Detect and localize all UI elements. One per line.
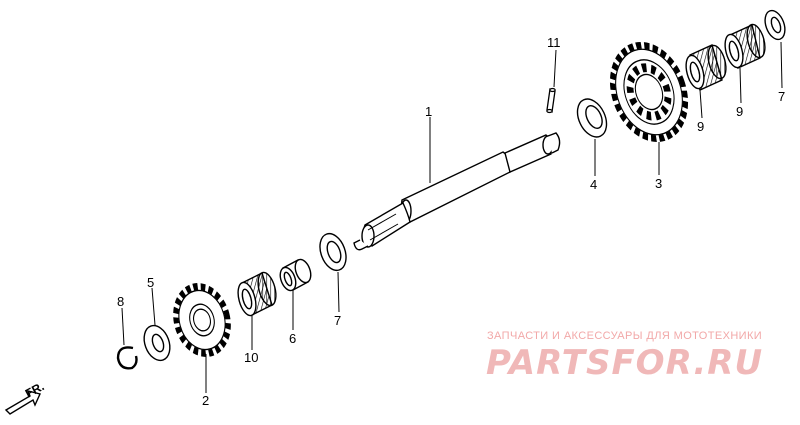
callout-1: 1 — [425, 104, 432, 119]
main-shaft — [353, 132, 561, 251]
callout-2: 2 — [202, 393, 209, 408]
circlip-8 — [116, 346, 138, 370]
needle-bearing-9a — [685, 44, 727, 91]
collar-6 — [279, 258, 312, 292]
front-direction-arrow: FR. — [4, 379, 46, 415]
watermark-logo: PARTSFOR.RU — [486, 343, 764, 383]
washer-5 — [143, 324, 171, 362]
callout-9-right: 9 — [736, 104, 743, 119]
callout-3: 3 — [655, 176, 662, 191]
callout-5: 5 — [147, 275, 154, 290]
callout-7-left: 7 — [334, 313, 341, 328]
watermark-caption: ЗАПЧАСТИ И АКСЕССУАРЫ ДЛЯ МОТОТЕХНИКИ — [487, 330, 763, 342]
callout-labels: 1 2 3 4 5 6 7 7 8 9 9 10 11 — [117, 35, 785, 408]
callout-11: 11 — [547, 35, 561, 50]
pin — [546, 87, 556, 114]
thrust-washer-4 — [576, 98, 608, 138]
callout-8: 8 — [117, 294, 124, 309]
small-gear-2 — [173, 283, 231, 357]
callout-10: 10 — [244, 350, 258, 365]
callout-4: 4 — [590, 177, 597, 192]
callout-6: 6 — [289, 331, 296, 346]
large-gear-3 — [609, 41, 689, 143]
callout-7-right: 7 — [778, 89, 785, 104]
callout-9-left: 9 — [697, 119, 704, 134]
needle-bearing-9b — [724, 23, 766, 69]
washer-7-left — [319, 232, 347, 272]
arrow-icon — [4, 389, 41, 415]
leader-lines — [121, 41, 783, 393]
needle-bearing-10 — [237, 271, 277, 317]
washer-7-right — [764, 9, 786, 41]
